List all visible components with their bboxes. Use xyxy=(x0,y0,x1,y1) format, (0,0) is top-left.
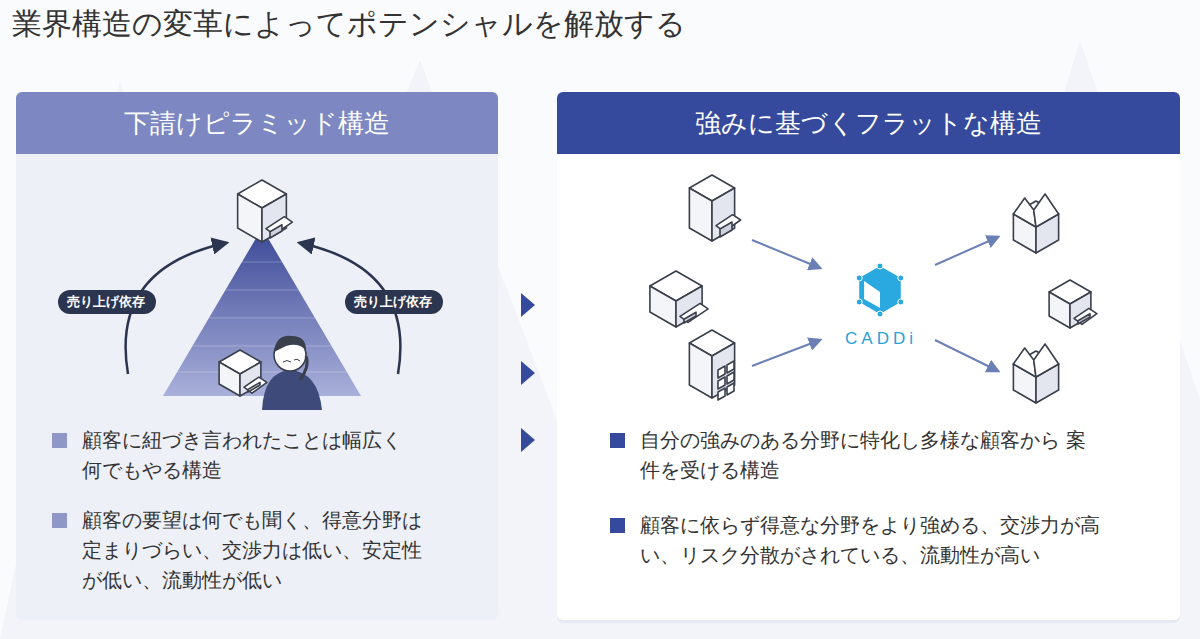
person-hair xyxy=(274,336,306,352)
dependency-pill: 売り上げ依存 xyxy=(345,290,443,314)
building-face xyxy=(650,286,676,327)
cube-vertex xyxy=(877,311,883,317)
building-face xyxy=(244,377,267,393)
flow-arrow xyxy=(935,237,998,265)
pyramid-band xyxy=(209,318,315,319)
building-icon xyxy=(238,180,293,242)
background-shapes xyxy=(0,40,1200,639)
structure-panel: 下請けピラミッド構造顧客に紐づき言われたことは幅広く 何でもやる構造顧客の要望は… xyxy=(16,92,498,620)
building-icon xyxy=(1013,344,1058,403)
building-face xyxy=(689,343,712,398)
structure-panel: 強みに基づくフラットな構造自分の強みのある分野に特化し多様な顧客から 案件を受け… xyxy=(557,92,1180,620)
chevron xyxy=(521,361,535,385)
pyramid-band xyxy=(242,262,282,263)
pill-text: 売り上げ依存 xyxy=(345,290,441,314)
cube-vertex xyxy=(877,263,883,269)
panel-ground xyxy=(16,92,498,620)
building-face xyxy=(718,388,725,400)
building-face xyxy=(1013,198,1036,227)
chevron xyxy=(521,293,535,317)
panel-ground xyxy=(557,92,1180,620)
panel-heading: 下請けピラミッド構造 xyxy=(16,92,498,154)
building-face xyxy=(1078,314,1090,324)
building-icon xyxy=(1013,194,1058,253)
pyramid-band xyxy=(192,346,331,347)
cube-vertex xyxy=(898,275,904,281)
cube-vertex xyxy=(856,275,862,281)
building-face xyxy=(1049,292,1070,328)
pyramid-band xyxy=(177,372,347,373)
building-face xyxy=(727,372,734,384)
building-face xyxy=(684,312,696,323)
building-icon xyxy=(689,330,734,400)
building-face xyxy=(1013,348,1036,377)
person-face xyxy=(283,359,300,362)
person-arm xyxy=(300,356,307,380)
building-icon xyxy=(219,350,267,396)
building-face xyxy=(270,225,282,238)
bullet-text: 顧客の要望は何でも聞く、得意分野は 定まりづらい、交渉力は低い、安定性 が低い、… xyxy=(82,505,427,595)
building-icon xyxy=(1049,280,1097,328)
bullet-text: 自分の強みのある分野に特化し多様な顧客から 案件を受ける構造 xyxy=(640,425,1102,485)
building-face xyxy=(727,383,734,395)
building-face xyxy=(1034,344,1059,377)
worried-person xyxy=(262,336,322,410)
bullet-text: 顧客に紐づき言われたことは幅広く 何でもやる構造 xyxy=(82,425,427,485)
building-icon xyxy=(689,175,740,241)
pill-text: 売り上げ依存 xyxy=(58,290,154,314)
panel-heading: 強みに基づくフラットな構造 xyxy=(557,92,1180,154)
cube-vertex xyxy=(856,299,862,305)
logo-cube xyxy=(856,263,904,317)
building-icon xyxy=(650,271,708,327)
building-face xyxy=(248,382,260,392)
building-face xyxy=(1034,194,1059,227)
person-body xyxy=(262,370,322,410)
building-face xyxy=(1074,308,1097,324)
pyramid-band xyxy=(225,290,298,291)
cube-outline xyxy=(859,266,901,314)
flow-arrow xyxy=(935,340,998,371)
cube-vertex xyxy=(898,299,904,305)
building-face xyxy=(680,303,708,322)
building-face xyxy=(689,188,712,241)
building-face xyxy=(219,362,240,396)
building-face xyxy=(718,366,725,378)
building-face xyxy=(718,377,725,389)
page-title: 業界構造の変革によってポテンシャルを解放する xyxy=(12,4,686,45)
dependency-pill: 売り上げ依存 xyxy=(58,290,156,314)
building-face xyxy=(238,194,262,242)
flow-arrow xyxy=(752,240,820,268)
logo-text: CADDi xyxy=(836,329,926,349)
cube-face xyxy=(864,281,880,308)
flat-illustration xyxy=(650,175,1097,403)
building-face xyxy=(720,222,732,237)
bullet-text: 顧客に依らず得意な分野をより強める、交渉力が高 い、リスク分散がされている、流動… xyxy=(640,510,1110,570)
building-face xyxy=(712,188,735,241)
chevron xyxy=(521,428,535,452)
building-face xyxy=(727,361,734,373)
flow-arrow xyxy=(752,340,820,366)
